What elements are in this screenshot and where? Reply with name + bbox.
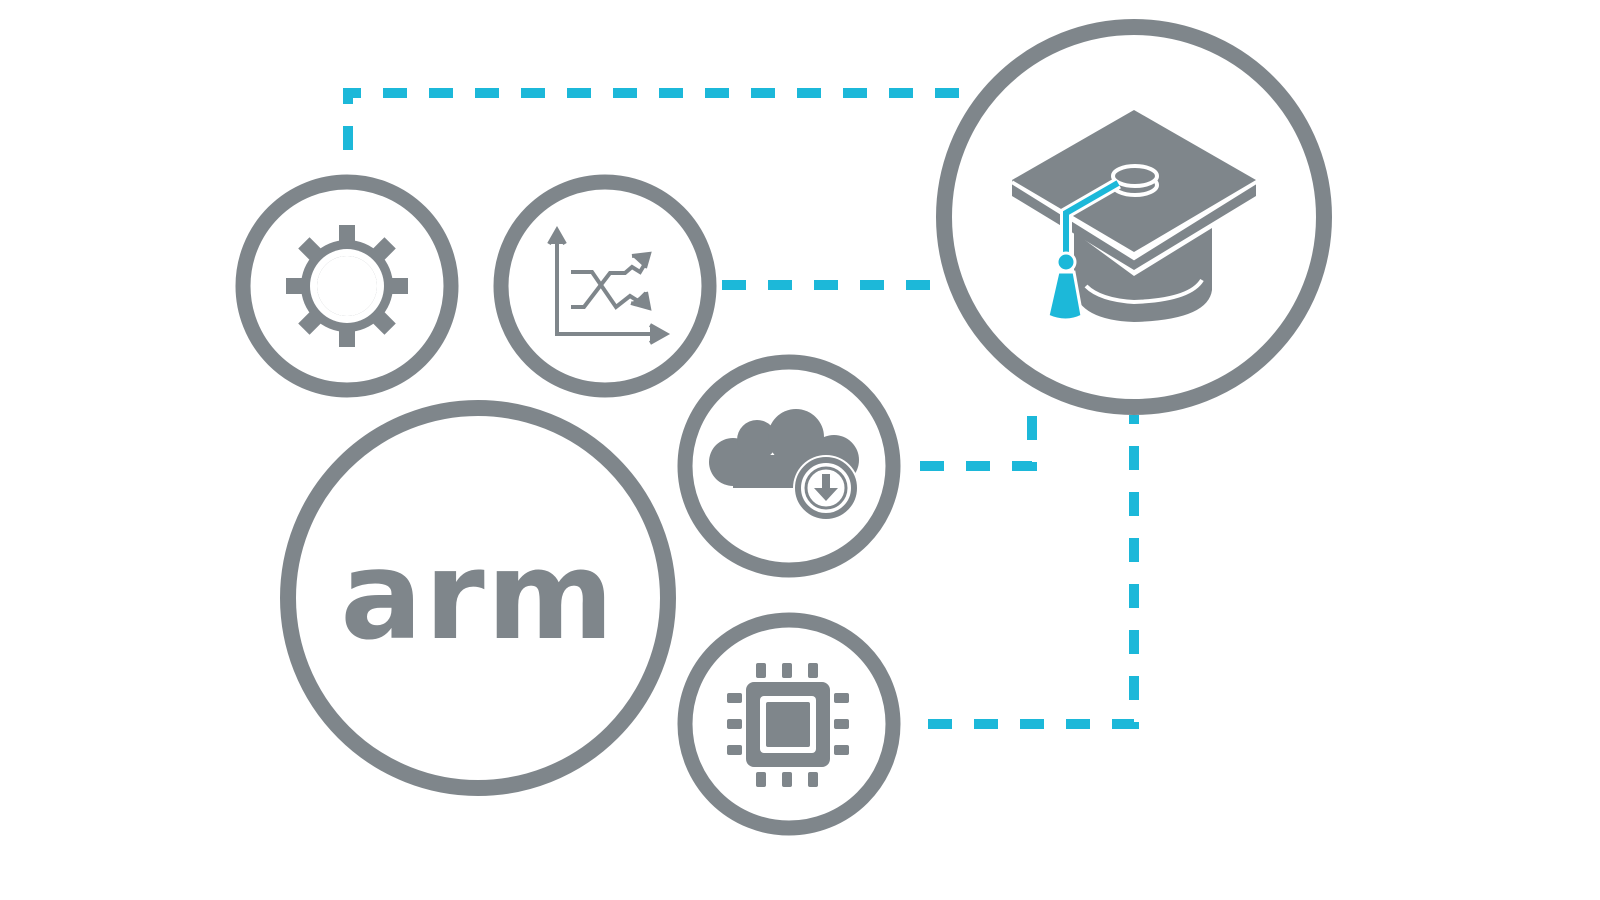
gear-hub [317,256,377,316]
connector-chip-to-education [928,415,1139,729]
arm-logo: arm [340,525,616,667]
connector-gear-to-education [343,88,962,150]
analytics-node-ring [493,174,717,398]
connector-cloud-to-education [920,406,1037,471]
chip-node [677,612,901,836]
chip-icon [727,663,849,787]
cloud-node [677,354,901,578]
gear-node [235,174,459,398]
analytics-node [493,174,717,398]
cloud-download-icon [709,409,859,521]
arm-logo-node-ring [280,400,676,796]
connectors [343,88,1139,729]
line-chart-icon [547,225,671,345]
arm-logo-node: arm [280,400,676,796]
education-node [936,19,1332,415]
graduation-cap-icon [1010,110,1258,322]
